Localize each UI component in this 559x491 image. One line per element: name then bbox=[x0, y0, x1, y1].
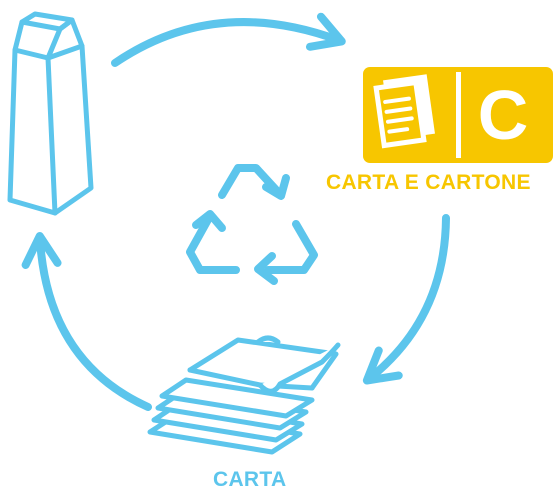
milk-carton-icon bbox=[7, 11, 94, 216]
output-label: CARTA bbox=[213, 468, 287, 491]
paper-stack-icon bbox=[147, 335, 341, 455]
material-code-letter: C bbox=[477, 76, 529, 154]
cycle-arrow-icon bbox=[111, 12, 346, 67]
cycle-arrow-icon bbox=[21, 232, 152, 411]
material-label: CARTA E CARTONE bbox=[326, 171, 531, 194]
paper-cardboard-badge-icon bbox=[363, 67, 553, 163]
recycle-icon bbox=[186, 164, 318, 285]
cycle-arrow-icon bbox=[362, 214, 450, 385]
cycle-arrows bbox=[21, 12, 450, 411]
